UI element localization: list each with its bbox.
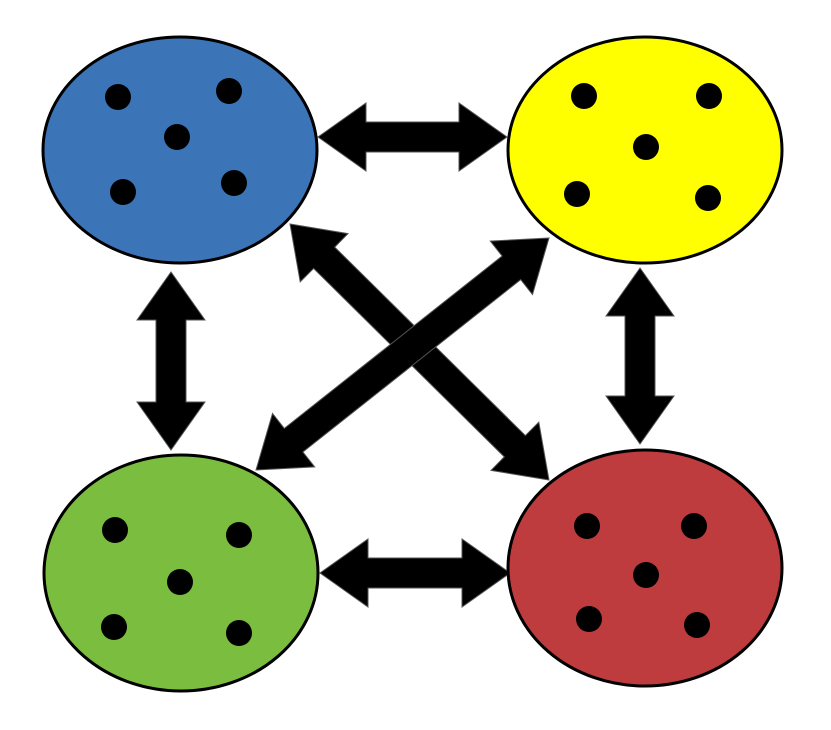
node-blue — [41, 35, 319, 265]
node-green — [42, 453, 320, 693]
node-green-dot — [226, 620, 252, 646]
node-red-dot — [633, 562, 659, 588]
arrows-layer — [136, 102, 675, 608]
node-yellow-dot — [564, 181, 590, 207]
node-blue-dot — [105, 84, 131, 110]
arrow-yellow-green — [255, 237, 550, 471]
node-blue-dot — [164, 124, 190, 150]
node-green-dot — [226, 522, 252, 548]
node-red-dot — [574, 513, 600, 539]
node-blue-dot — [110, 179, 136, 205]
arrow-blue-yellow — [317, 102, 508, 172]
node-red-dot — [576, 606, 602, 632]
node-yellow-dot — [571, 83, 597, 109]
node-green-dot — [167, 569, 193, 595]
node-yellow-dot — [696, 83, 722, 109]
arrow-green-red — [319, 538, 511, 608]
node-blue-dot — [216, 78, 242, 104]
nodes-layer — [41, 35, 784, 693]
node-red — [506, 448, 784, 688]
node-yellow — [506, 35, 784, 265]
node-blue-dot — [221, 170, 247, 196]
node-yellow-dot — [633, 134, 659, 160]
arrow-blue-green — [136, 271, 206, 451]
node-blue-circle — [41, 35, 319, 265]
arrow-yellow-red — [605, 267, 675, 445]
node-red-dot — [681, 513, 707, 539]
node-green-dot — [102, 517, 128, 543]
node-yellow-dot — [695, 185, 721, 211]
node-red-dot — [684, 612, 710, 638]
node-green-dot — [101, 614, 127, 640]
